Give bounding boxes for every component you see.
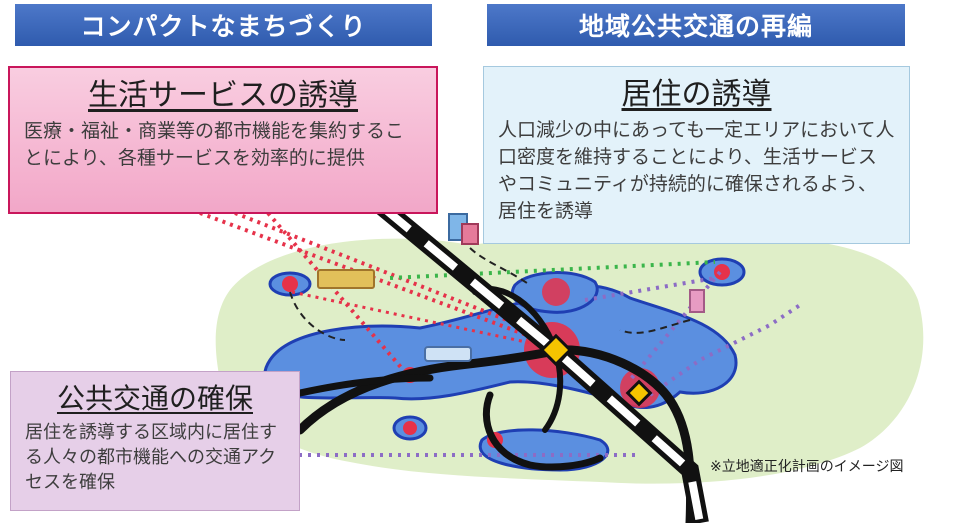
walk-path-1 — [289, 291, 346, 341]
sub-center-north — [542, 278, 570, 306]
image-note: ※立地適正化計画のイメージ図 — [710, 459, 904, 475]
public-transit-body: 居住を誘導する区域内に居住する人々の都市機能への交通アクセスを確保 — [25, 422, 277, 493]
residence-guidance-title: 居住の誘導 — [621, 77, 772, 112]
header-compact-city: コンパクトなまちづくり — [15, 4, 432, 46]
service-link-3 — [266, 211, 407, 374]
service-guidance-box: 生活サービスの誘導 医療・福祉・商業等の都市機能を集約することにより、各種サービ… — [8, 66, 438, 214]
bus-illustration — [424, 346, 472, 362]
service-link-4 — [291, 290, 541, 347]
house-illustration — [317, 269, 375, 289]
building-illustration-3 — [689, 289, 705, 313]
sub-center-west — [282, 276, 298, 292]
green-link — [389, 260, 716, 280]
public-transit-title: 公共交通の確保 — [56, 382, 253, 415]
service-guidance-body: 医療・福祉・商業等の都市機能を集約することにより、各種サービスを効率的に提供 — [24, 120, 405, 169]
sub-center-far-east — [714, 264, 730, 280]
residence-guidance-box: 居住の誘導 人口減少の中にあっても一定エリアにおいて人口密度を維持することにより… — [483, 66, 910, 244]
header-transit-reorganization: 地域公共交通の再編 — [487, 4, 905, 46]
walk-path-3 — [469, 247, 531, 286]
public-transit-box: 公共交通の確保 居住を誘導する区域内に居住する人々の都市機能への交通アクセスを確… — [10, 371, 300, 511]
walk-path-2 — [619, 319, 691, 334]
sub-center-small — [403, 421, 417, 435]
building-illustration-2 — [461, 223, 479, 245]
station-main — [539, 333, 573, 367]
transit-link-4 — [584, 276, 716, 302]
railway-stripe — [377, 201, 704, 523]
road-south — [482, 391, 604, 471]
service-guidance-title: 生活サービスの誘導 — [88, 78, 358, 113]
transit-link-2 — [648, 303, 802, 397]
residence-guidance-body: 人口減少の中にあっても一定エリアにおいて人口密度を維持することにより、生活サービ… — [498, 119, 895, 222]
transit-link-3 — [628, 270, 722, 382]
station-east — [625, 379, 653, 407]
